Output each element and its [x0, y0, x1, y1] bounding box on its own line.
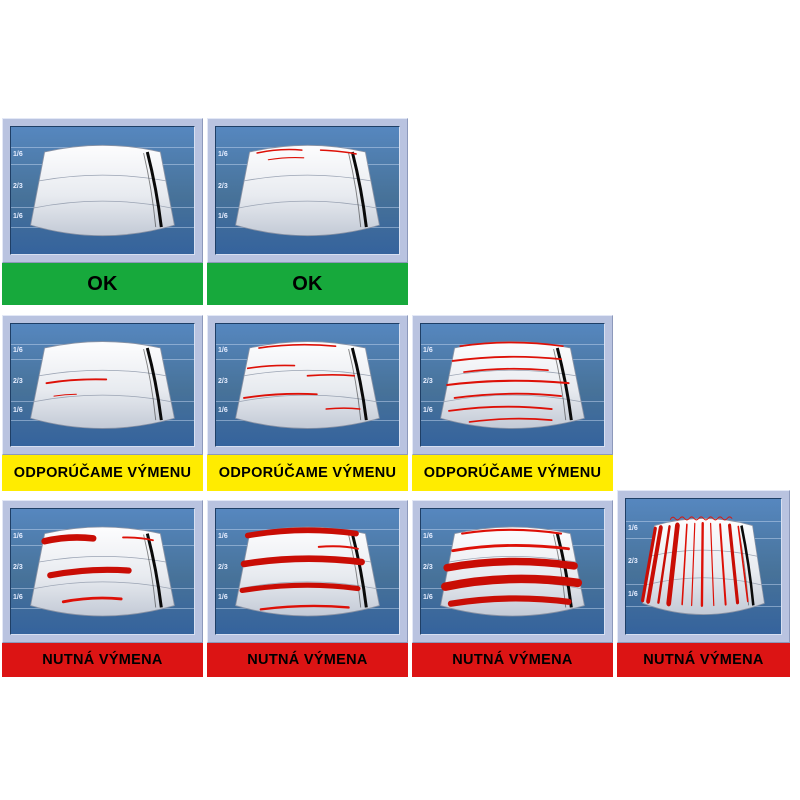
status-bar-replace-required: NUTNÁ VÝMENA	[2, 643, 203, 677]
scale-mark-top: 1/6	[628, 524, 638, 532]
wear-streaks	[441, 528, 583, 607]
scale-mark-middle: 2/3	[13, 564, 23, 571]
scale-mark-top: 1/6	[13, 532, 23, 540]
cell-required-1: 1/6 2/3 1/6 NUTNÁ VÝMENA	[2, 500, 203, 677]
scale-mark-bottom: 1/6	[13, 594, 23, 601]
cell-ok-2: 1/6 2/3 1/6 OK	[207, 118, 408, 305]
test-screen: 1/6 2/3 1/6	[625, 498, 782, 635]
test-screen: 1/6 2/3 1/6	[420, 323, 605, 447]
wiper-sweep-few-fine-streaks	[234, 143, 381, 238]
scale-mark-middle: 2/3	[628, 558, 638, 566]
cell-ok-1: 1/6 2/3 1/6 OK	[2, 118, 203, 305]
test-screen: 1/6 2/3 1/6	[215, 323, 400, 447]
scale-mark-middle: 2/3	[218, 182, 228, 190]
scale-mark-bottom: 1/6	[218, 406, 228, 414]
scale-mark-bottom: 1/6	[218, 594, 228, 601]
windshield-panel: 1/6 2/3 1/6	[2, 315, 203, 455]
cell-required-2: 1/6 2/3 1/6 NUTNÁ VÝMENA	[207, 500, 408, 677]
windshield-panel: 1/6 2/3 1/6	[2, 118, 203, 263]
wear-streaks	[641, 516, 749, 607]
wiper-sweep-several-streaks	[234, 340, 381, 430]
windshield-panel: 1/6 2/3 1/6	[2, 500, 203, 643]
windshield-panel: 1/6 2/3 1/6	[412, 315, 613, 455]
scale-mark-middle: 2/3	[423, 564, 433, 571]
cell-recommend-2: 1/6 2/3 1/6 ODPORÚČAME VÝMENU	[207, 315, 408, 491]
test-screen: 1/6 2/3 1/6	[420, 508, 605, 635]
wiper-sweep-clean	[29, 143, 176, 238]
wiper-sweep-many-streaks	[439, 340, 586, 430]
wear-streaks	[41, 534, 154, 604]
status-bar-replace-required: NUTNÁ VÝMENA	[412, 643, 613, 677]
wear-streaks	[239, 527, 365, 611]
cell-recommend-1: 1/6 2/3 1/6 ODPORÚČAME VÝMENU	[2, 315, 203, 491]
wear-streaks	[45, 378, 108, 397]
status-bar-ok: OK	[2, 263, 203, 305]
scale-mark-middle: 2/3	[13, 182, 23, 190]
wiper-sweep-vertical-smearing	[640, 516, 767, 617]
wear-streaks	[446, 341, 570, 423]
test-screen: 1/6 2/3 1/6	[10, 323, 195, 447]
status-bar-replace-required: NUTNÁ VÝMENA	[207, 643, 408, 677]
status-bar-ok: OK	[207, 263, 408, 305]
scale-mark-bottom: 1/6	[423, 406, 433, 414]
status-bar-replace-required: NUTNÁ VÝMENA	[617, 643, 790, 677]
scale-mark-middle: 2/3	[218, 377, 228, 385]
status-bar-replace-recommended: ODPORÚČAME VÝMENU	[412, 455, 613, 491]
scale-mark-bottom: 1/6	[13, 213, 23, 221]
scale-mark-middle: 2/3	[218, 564, 228, 571]
status-bar-replace-recommended: ODPORÚČAME VÝMENU	[2, 455, 203, 491]
scale-mark-top: 1/6	[423, 347, 433, 355]
wiper-sweep-thick-smears-medium	[234, 525, 381, 618]
scale-mark-top: 1/6	[218, 532, 228, 540]
status-bar-replace-recommended: ODPORÚČAME VÝMENU	[207, 455, 408, 491]
scale-mark-middle: 2/3	[423, 377, 433, 385]
wiper-sweep-single-streak	[29, 340, 176, 430]
illegible-red-annotation	[669, 516, 733, 521]
scale-mark-bottom: 1/6	[218, 213, 228, 221]
scale-mark-top: 1/6	[13, 151, 23, 159]
scale-mark-top: 1/6	[13, 347, 23, 355]
cell-recommend-3: 1/6 2/3 1/6 ODPORÚČAME VÝMENU	[412, 315, 613, 491]
wear-streaks	[243, 343, 361, 410]
scale-mark-top: 1/6	[423, 532, 433, 540]
scale-mark-middle: 2/3	[13, 377, 23, 385]
wiper-sweep-thick-smears-light	[29, 525, 176, 618]
wear-streaks	[256, 148, 357, 161]
test-screen: 1/6 2/3 1/6	[215, 126, 400, 255]
scale-mark-bottom: 1/6	[628, 590, 638, 598]
test-screen: 1/6 2/3 1/6	[10, 508, 195, 635]
windshield-panel: 1/6 2/3 1/6	[412, 500, 613, 643]
scale-mark-bottom: 1/6	[423, 594, 433, 601]
windshield-panel: 1/6 2/3 1/6	[207, 500, 408, 643]
cell-required-3: 1/6 2/3 1/6 NUTNÁ VÝMENA	[412, 500, 613, 677]
scale-mark-bottom: 1/6	[13, 406, 23, 414]
cell-required-4: 1/6 2/3 1/6	[617, 490, 790, 677]
scale-mark-top: 1/6	[218, 151, 228, 159]
windshield-panel: 1/6 2/3 1/6	[207, 118, 408, 263]
windshield-panel: 1/6 2/3 1/6	[207, 315, 408, 455]
test-screen: 1/6 2/3 1/6	[10, 126, 195, 255]
scale-mark-top: 1/6	[218, 347, 228, 355]
test-screen: 1/6 2/3 1/6	[215, 508, 400, 635]
windshield-panel: 1/6 2/3 1/6	[617, 490, 790, 643]
wiper-sweep-thick-smears-heavy	[439, 525, 586, 618]
